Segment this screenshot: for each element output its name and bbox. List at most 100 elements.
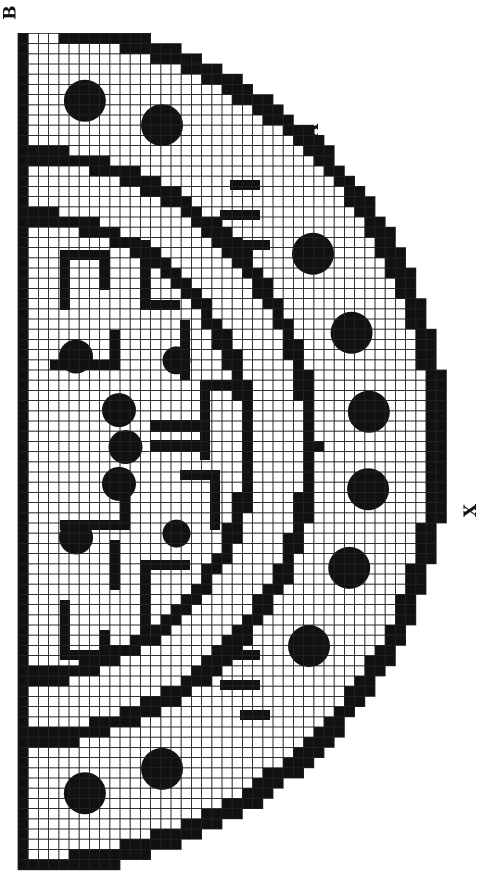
- filled-cell: [242, 503, 252, 513]
- empty-cell: [130, 95, 140, 105]
- empty-cell: [49, 503, 59, 513]
- empty-cell: [263, 635, 273, 645]
- filled-cell: [18, 217, 28, 227]
- filled-cell: [304, 513, 314, 523]
- empty-cell: [181, 431, 191, 441]
- filled-cell: [416, 523, 426, 533]
- empty-cell: [89, 574, 99, 584]
- filled-cell: [18, 707, 28, 717]
- empty-cell: [253, 554, 263, 564]
- empty-cell: [293, 278, 303, 288]
- empty-cell: [355, 594, 365, 604]
- empty-cell: [79, 605, 89, 615]
- empty-cell: [79, 64, 89, 74]
- empty-cell: [120, 819, 130, 829]
- empty-cell: [253, 380, 263, 390]
- empty-cell: [375, 319, 385, 329]
- empty-cell: [38, 839, 48, 849]
- empty-cell: [212, 533, 222, 543]
- empty-cell: [273, 686, 283, 696]
- empty-cell: [283, 207, 293, 217]
- empty-cell: [293, 166, 303, 176]
- empty-cell: [222, 370, 232, 380]
- empty-cell: [171, 676, 181, 686]
- empty-cell: [253, 431, 263, 441]
- empty-cell: [120, 64, 130, 74]
- empty-cell: [365, 350, 375, 360]
- empty-cell: [334, 645, 344, 655]
- empty-cell: [406, 360, 416, 370]
- empty-cell: [242, 370, 252, 380]
- empty-cell: [263, 758, 273, 768]
- empty-cell: [120, 686, 130, 696]
- empty-cell: [242, 574, 252, 584]
- empty-cell: [181, 798, 191, 808]
- empty-cell: [120, 696, 130, 706]
- empty-cell: [273, 452, 283, 462]
- filled-cell: [59, 676, 69, 686]
- empty-cell: [191, 329, 201, 339]
- empty-cell: [222, 727, 232, 737]
- empty-cell: [334, 452, 344, 462]
- filled-cell: [89, 666, 99, 676]
- empty-cell: [191, 74, 201, 84]
- filled-cell: [324, 737, 334, 747]
- empty-cell: [69, 64, 79, 74]
- filled-cell: [59, 737, 69, 747]
- filled-cell: [28, 207, 38, 217]
- filled-cell: [120, 717, 130, 727]
- empty-cell: [28, 33, 38, 43]
- empty-cell: [38, 635, 48, 645]
- empty-cell: [110, 707, 120, 717]
- filled-cell: [151, 707, 161, 717]
- filled-cell: [18, 523, 28, 533]
- empty-cell: [79, 452, 89, 462]
- empty-cell: [334, 594, 344, 604]
- filled-cell: [28, 860, 38, 870]
- empty-cell: [334, 431, 344, 441]
- empty-cell: [202, 778, 212, 788]
- empty-cell: [49, 339, 59, 349]
- empty-cell: [416, 513, 426, 523]
- empty-cell: [59, 64, 69, 74]
- empty-cell: [395, 503, 405, 513]
- empty-cell: [314, 217, 324, 227]
- pattern-swirl-block: [120, 470, 130, 530]
- empty-cell: [334, 227, 344, 237]
- empty-cell: [49, 115, 59, 125]
- empty-cell: [79, 411, 89, 421]
- empty-cell: [191, 554, 201, 564]
- empty-cell: [69, 299, 79, 309]
- empty-cell: [110, 44, 120, 54]
- filled-cell: [202, 319, 212, 329]
- empty-cell: [140, 543, 150, 553]
- empty-cell: [181, 299, 191, 309]
- filled-cell: [355, 197, 365, 207]
- filled-cell: [161, 625, 171, 635]
- filled-cell: [18, 819, 28, 829]
- empty-cell: [406, 523, 416, 533]
- empty-cell: [314, 543, 324, 553]
- empty-cell: [120, 84, 130, 94]
- filled-cell: [212, 319, 222, 329]
- empty-cell: [130, 360, 140, 370]
- empty-cell: [89, 421, 99, 431]
- filled-cell: [406, 319, 416, 329]
- empty-cell: [253, 523, 263, 533]
- empty-cell: [161, 605, 171, 615]
- empty-cell: [110, 778, 120, 788]
- empty-cell: [151, 594, 161, 604]
- empty-cell: [49, 54, 59, 64]
- filled-cell: [293, 125, 303, 135]
- empty-cell: [283, 299, 293, 309]
- filled-cell: [110, 860, 120, 870]
- empty-cell: [69, 176, 79, 186]
- filled-cell: [161, 268, 171, 278]
- filled-cell: [191, 299, 201, 309]
- empty-cell: [232, 594, 242, 604]
- filled-cell: [28, 146, 38, 156]
- empty-cell: [222, 125, 232, 135]
- empty-cell: [89, 758, 99, 768]
- filled-cell: [263, 584, 273, 594]
- empty-cell: [406, 554, 416, 564]
